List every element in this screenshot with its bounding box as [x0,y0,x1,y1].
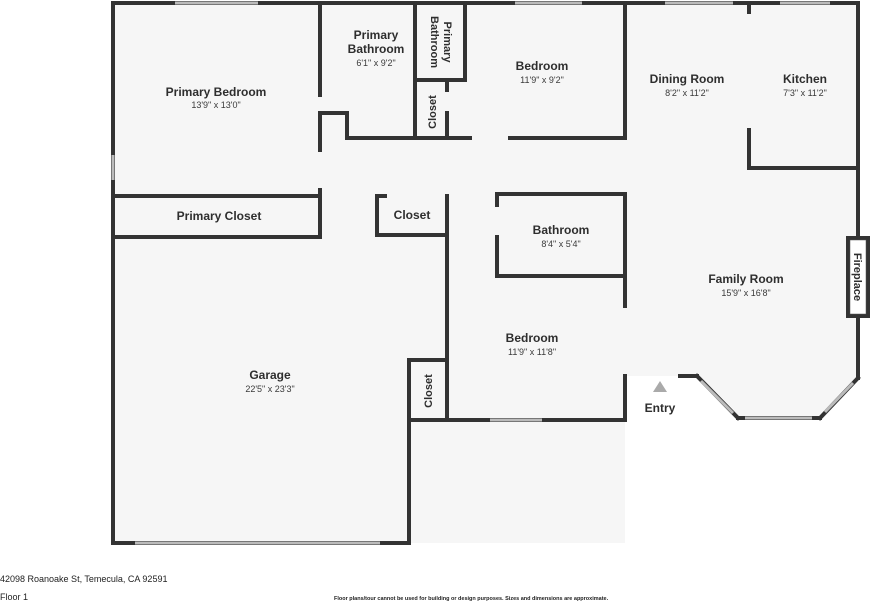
primary-bathroom-small-label-1: Primary [441,22,453,64]
family-room-dims: 15'9" x 16'8" [721,288,770,298]
garage-dims: 22'5" x 23'3" [245,384,294,394]
fireplace-inner [849,239,867,315]
kitchen-dims: 7'3" x 11'2" [783,88,827,98]
closet-bottom-label: Closet [423,374,435,408]
kitchen-label: Kitchen [783,72,827,86]
windows [111,1,855,545]
bathroom-label: Bathroom [533,223,590,237]
closet-top-label: Closet [427,95,439,129]
floor-label: Floor 1 [0,592,29,602]
bedroom-bottom-dims: 11'9" x 11'8" [508,347,556,357]
primary-bathroom-dims: 6'1" x 9'2" [356,58,395,68]
entry-arrow-icon [653,381,667,392]
primary-bathroom-small-label-2: Bathroom [428,16,440,68]
primary-bathroom-label-1: Primary [354,28,399,42]
dining-room-dims: 8'2" x 11'2" [665,88,709,98]
garage-label: Garage [249,368,291,382]
primary-closet-label: Primary Closet [177,209,262,223]
bathroom-dims: 8'4" x 5'4" [541,239,580,249]
fireplace-label: Fireplace [851,253,863,301]
bedroom-top-dims: 11'9" x 9'2" [520,75,564,85]
property-address: 42098 Roanoake St, Temecula, CA 92591 [0,574,168,584]
dining-room-label: Dining Room [650,72,725,86]
primary-bathroom-label-2: Bathroom [348,42,405,56]
primary-bedroom-label: Primary Bedroom [166,85,267,99]
closet-mid-label: Closet [394,208,431,222]
family-room-label: Family Room [708,272,783,286]
disclaimer-text: Floor plans/tour cannot be used for buil… [334,596,609,602]
bedroom-top-label: Bedroom [516,59,569,73]
bedroom-bottom-label: Bedroom [506,331,559,345]
entry-label: Entry [645,401,676,415]
primary-bedroom-dims: 13'9" x 13'0" [191,100,240,110]
